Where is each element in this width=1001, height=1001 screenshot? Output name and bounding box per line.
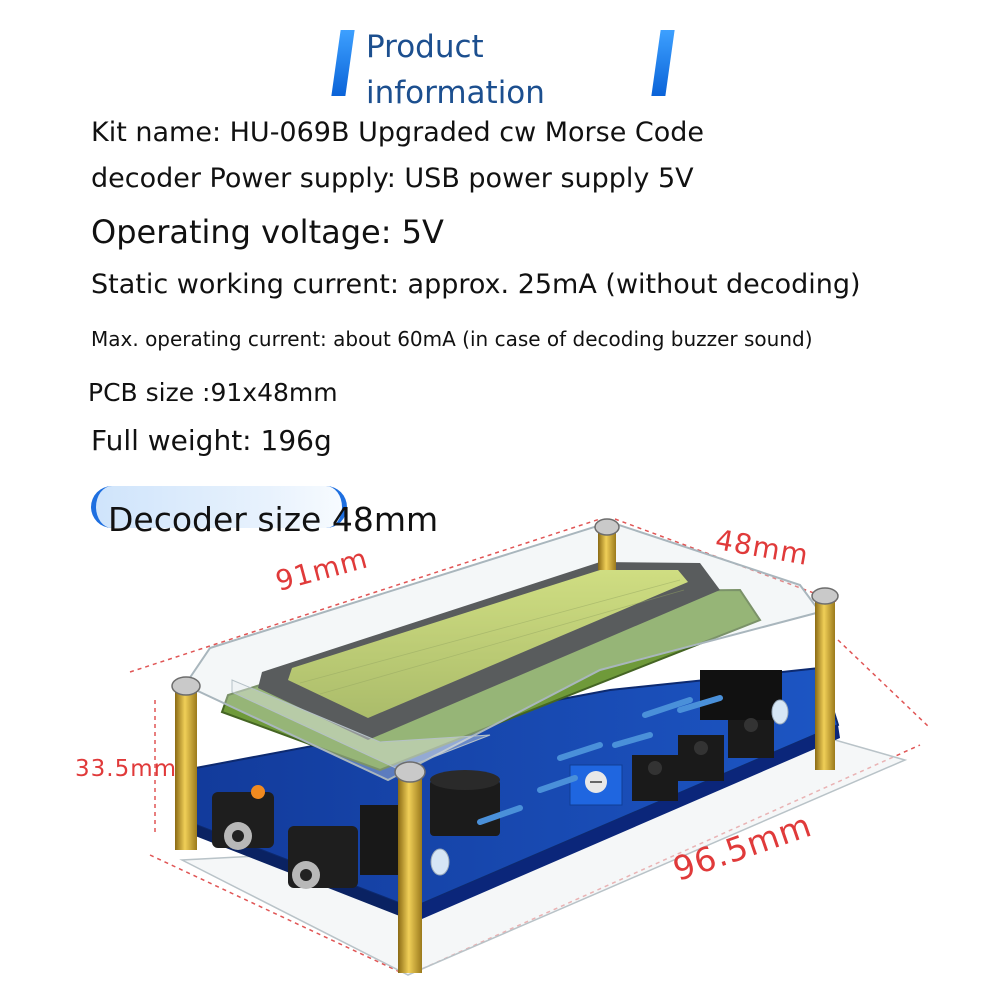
info-decoder-size: Decoder size 48mm [108, 500, 439, 539]
buzzer [430, 770, 500, 836]
brass-standoffs [175, 530, 835, 973]
lcd-screen [288, 570, 688, 718]
leds [251, 699, 789, 876]
dimension-lines [129, 518, 931, 973]
top-acrylic-plate [183, 520, 822, 782]
info-power-supply: decoder Power supply: USB power supply 5… [91, 163, 694, 194]
page-title-line1: Product [366, 29, 484, 65]
page-title-line2: information [366, 75, 545, 111]
dimension-height-label: 33.5mm [75, 756, 178, 782]
audio-jack-left [212, 792, 274, 850]
potentiometer [569, 764, 623, 806]
decoder-size-pill [91, 486, 347, 528]
info-max-current: Max. operating current: about 60mA (in c… [91, 327, 813, 351]
info-operating-voltage: Operating voltage: 5V [91, 213, 444, 251]
screws [171, 518, 839, 783]
info-static-current: Static working current: approx. 25mA (wi… [91, 269, 861, 300]
info-kit-name: Kit name: HU-069B Upgraded cw Morse Code [91, 117, 705, 148]
audio-jack-right [288, 826, 358, 889]
page-title: Product information [366, 24, 545, 116]
info-pcb-size: PCB size :91x48mm [88, 378, 338, 407]
info-full-weight: Full weight: 196g [91, 424, 332, 457]
resistors [477, 695, 723, 825]
